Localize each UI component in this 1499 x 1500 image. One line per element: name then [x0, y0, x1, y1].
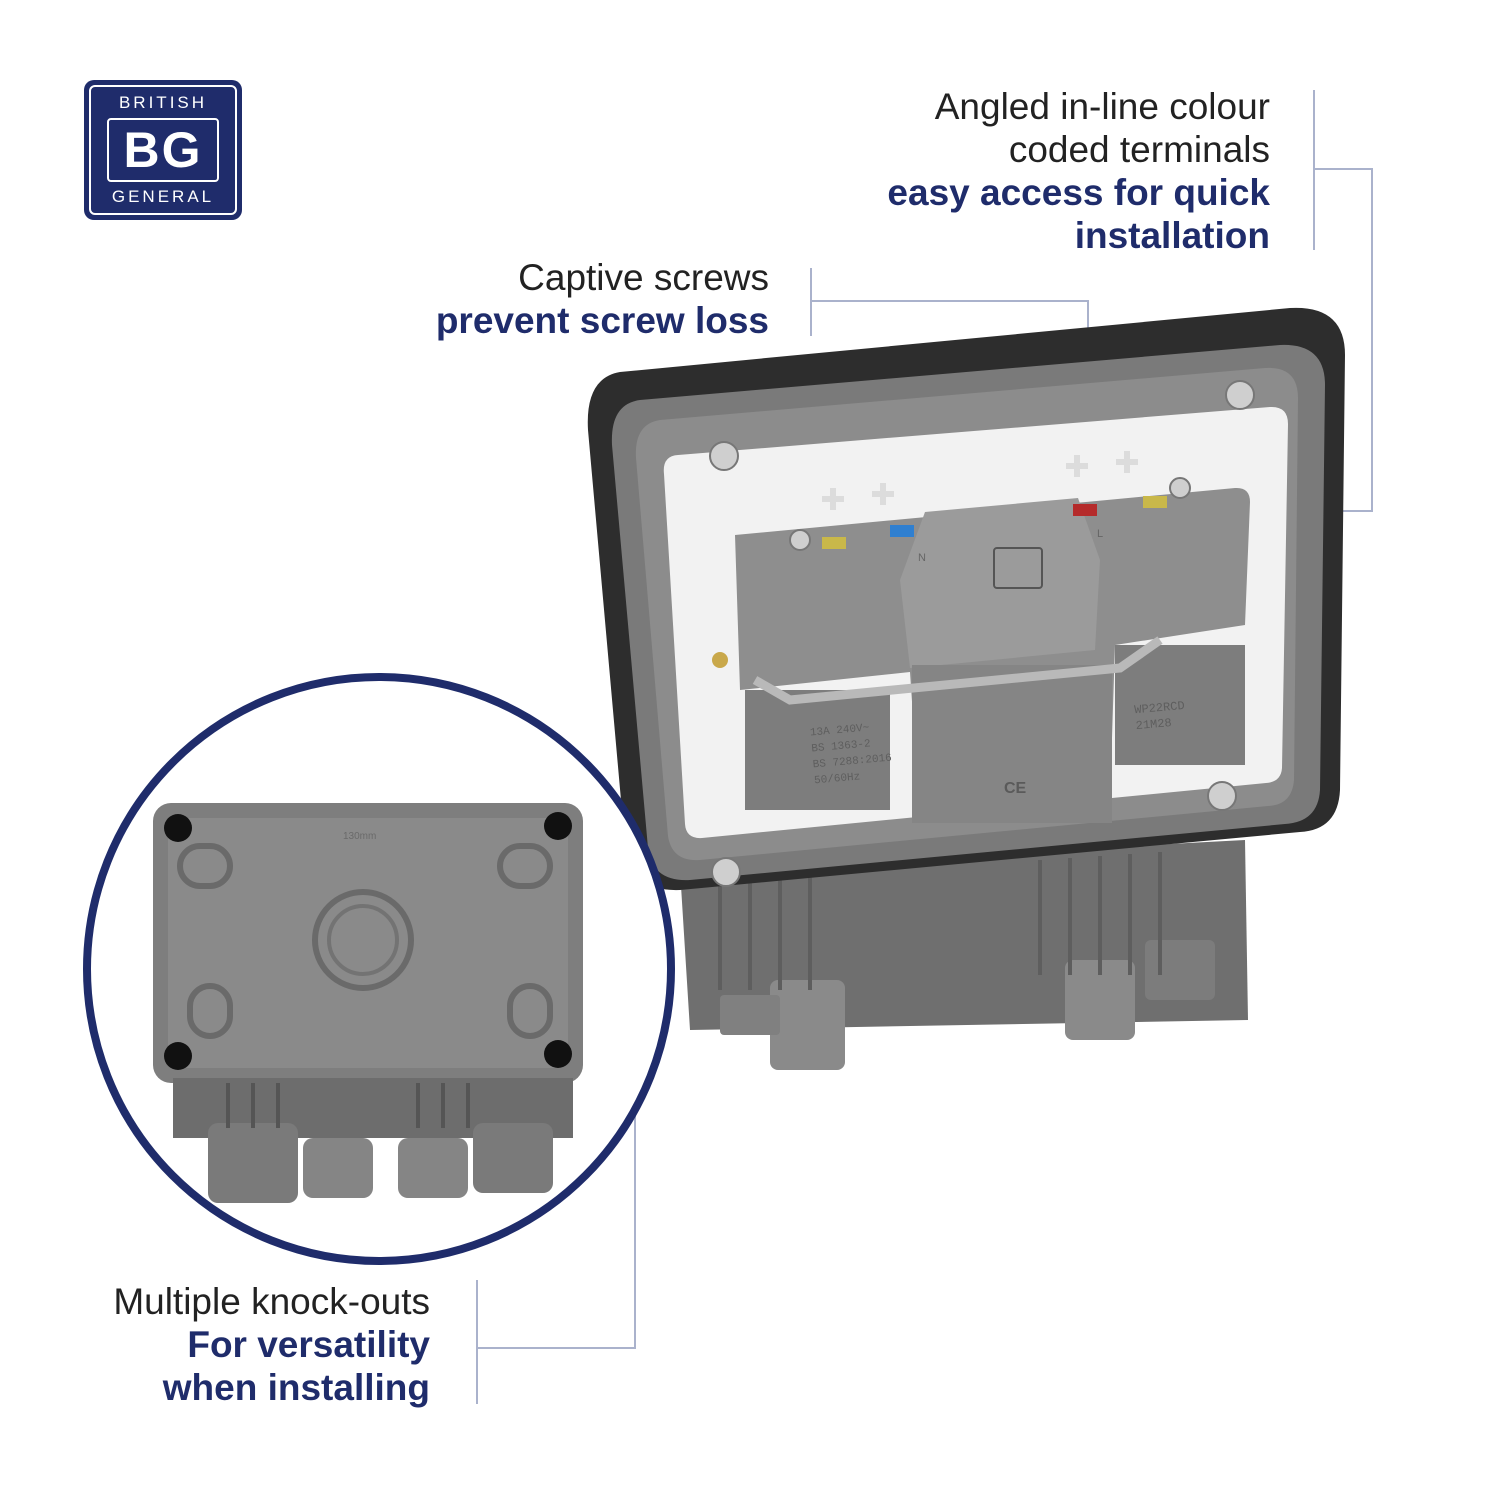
- housing-base: [680, 840, 1248, 1070]
- brass-pin: [712, 652, 728, 668]
- plate-markings: [822, 451, 1138, 510]
- socket-lower-center: [912, 665, 1112, 823]
- slot-knockouts: [177, 843, 553, 1039]
- bg-logo: BRITISH BG GENERAL: [84, 80, 242, 220]
- callout-terminals: Angled in-line colour coded terminals ea…: [750, 85, 1270, 257]
- socket-lower-right: [1115, 645, 1245, 765]
- callout-terminals-bold-1: easy access for quick: [887, 172, 1270, 213]
- captive-screws: [709, 380, 1255, 887]
- leader-terminals-v: [1371, 168, 1373, 512]
- back-view-inset: [83, 673, 675, 1265]
- product-rating-labels: 13A 240V~ BS 1363-2 BS 7288:2016 50/60Hz: [809, 719, 893, 790]
- callout-knockouts-bold-1: For versatility: [187, 1324, 430, 1365]
- neutral-terminal-marker: [890, 525, 914, 537]
- inset-base: [173, 1078, 573, 1203]
- leader-knockouts-h: [477, 1347, 635, 1349]
- earth-terminal-marker-2: [1143, 496, 1167, 508]
- logo-bottom-text: GENERAL: [111, 187, 215, 206]
- terminal-l-label: L: [1097, 528, 1104, 540]
- leader-terminals-bracket: [1313, 90, 1315, 250]
- live-terminal-marker: [1073, 504, 1097, 516]
- leader-screws-bracket: [810, 268, 812, 336]
- callout-screws-line-1: Captive screws: [518, 257, 769, 298]
- callout-screws: Captive screws prevent screw loss: [269, 256, 769, 342]
- socket-lower-left: [745, 690, 890, 810]
- callout-terminals-bold-2: installation: [1074, 215, 1270, 256]
- logo-mark: BG: [107, 118, 219, 182]
- leader-screws-h: [811, 300, 1088, 302]
- dimension-label: 130mm: [343, 831, 377, 842]
- leader-knockouts-bracket: [476, 1280, 478, 1404]
- earth-terminal-marker: [822, 537, 846, 549]
- logo-top-text: BRITISH: [118, 93, 208, 112]
- ce-mark: CE: [1004, 780, 1027, 797]
- center-knockout: [312, 889, 414, 991]
- callout-knockouts-line-1: Multiple knock-outs: [113, 1281, 430, 1322]
- leader-terminals-h1: [1314, 168, 1372, 170]
- socket-bg-badge: [993, 547, 1043, 589]
- callout-terminals-line-1: Angled in-line colour: [934, 86, 1270, 127]
- logo-frame: BRITISH BG GENERAL: [89, 85, 237, 215]
- callout-screws-bold-1: prevent screw loss: [435, 300, 769, 341]
- metal-bracket: [752, 636, 1163, 705]
- callout-knockouts: Multiple knock-outs For versatility when…: [10, 1280, 430, 1409]
- callout-terminals-line-2: coded terminals: [1008, 129, 1270, 170]
- terminal-n-label: N: [918, 552, 926, 564]
- socket-rcd-cover: [900, 498, 1100, 668]
- callout-knockouts-bold-2: when installing: [162, 1367, 430, 1408]
- product-model-labels: WP22RCD 21M28: [1134, 698, 1187, 734]
- leader-knockouts-v: [634, 940, 636, 1349]
